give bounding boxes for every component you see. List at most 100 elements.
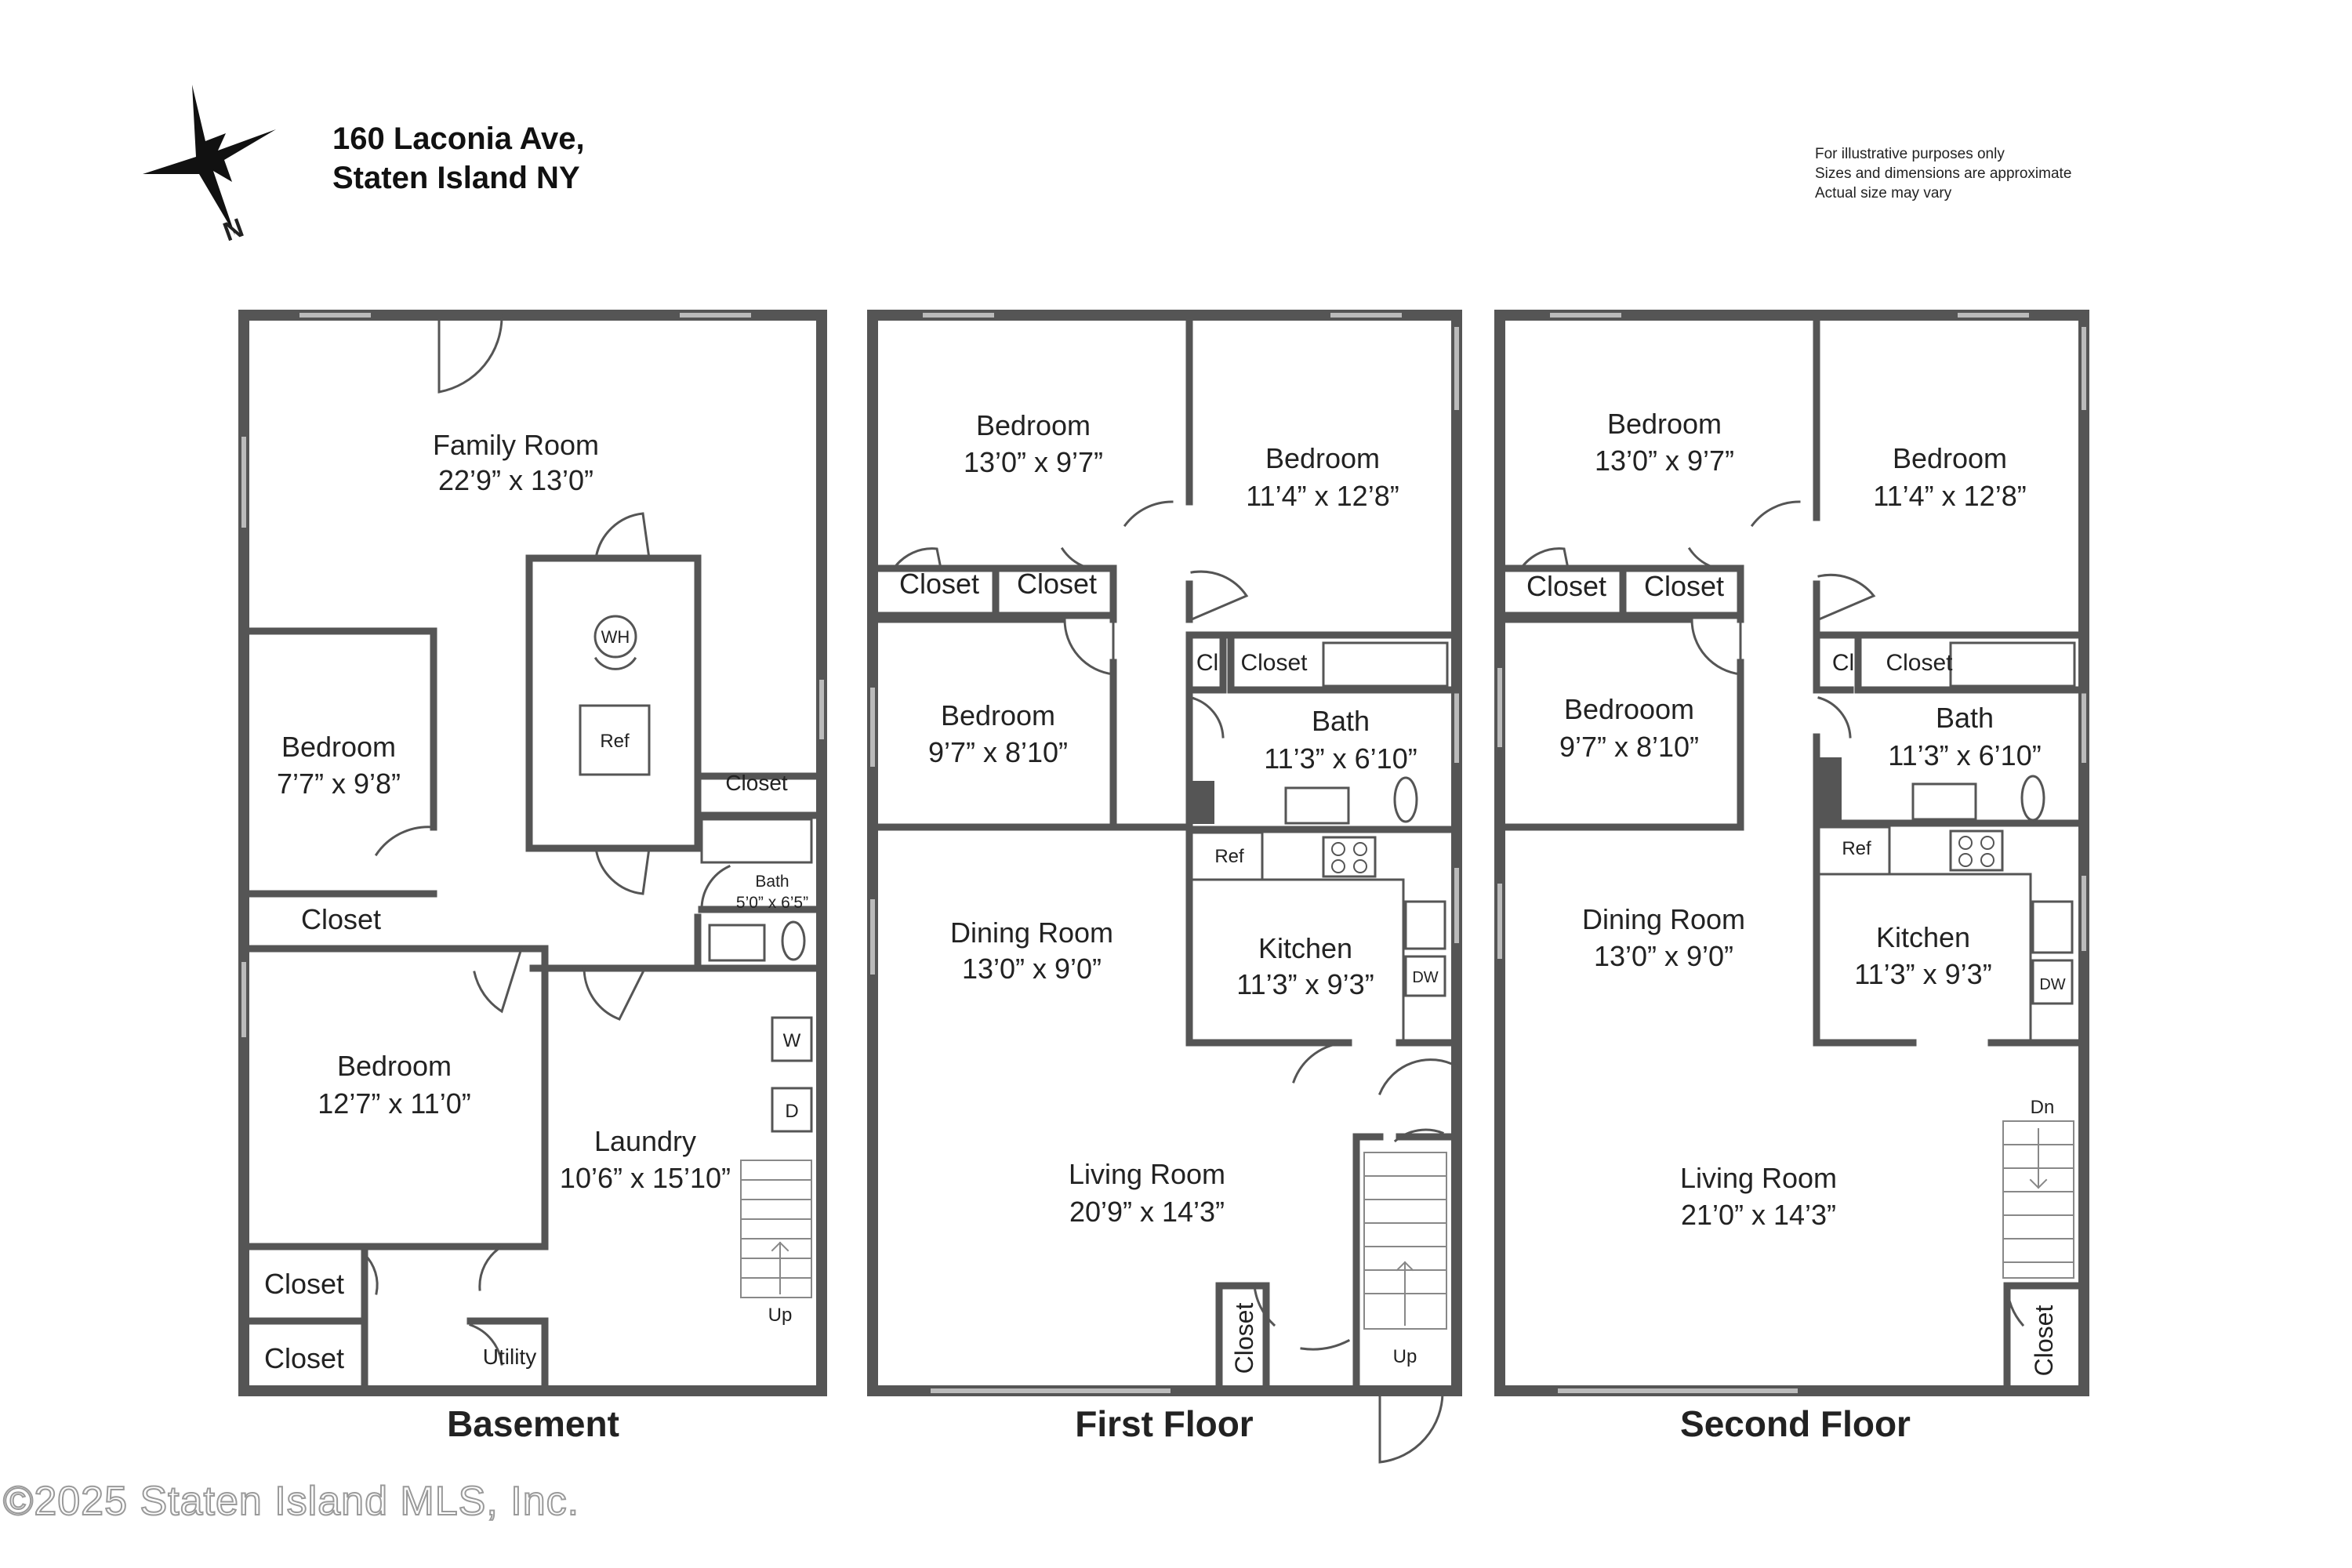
dishwasher-label: DW — [2039, 976, 2065, 993]
toilet-icon — [2020, 775, 2045, 822]
kitchen-size: 11’3” x 9’3” — [1854, 958, 1991, 990]
dryer-icon — [771, 1087, 813, 1133]
stairs-label: Up — [1393, 1346, 1417, 1367]
living-room-size: 21’0” x 14’3” — [1681, 1199, 1836, 1231]
bedroom-name: Bedrooom — [1564, 693, 1694, 725]
floor-title: Basement — [447, 1403, 619, 1444]
stairs-icon — [740, 1160, 812, 1298]
closet-label: Closet — [1886, 650, 1953, 676]
stairs-label: Up — [768, 1305, 793, 1326]
bathtub-icon — [1322, 641, 1449, 688]
closet-label: Closet — [1017, 568, 1097, 600]
closet-label: Closet — [1240, 650, 1308, 676]
bedroom-name: Bedroom — [1265, 442, 1380, 474]
sink-icon — [2031, 900, 2074, 954]
sink-icon — [1911, 782, 1977, 821]
window — [870, 313, 1459, 1393]
compass-label: N — [220, 212, 248, 247]
bedroom-size: 7’7” x 9’8” — [277, 768, 401, 800]
sink-icon — [1284, 786, 1350, 825]
address-line-2: Staten Island NY — [332, 161, 580, 195]
address-line-1: 160 Laconia Ave, — [332, 122, 585, 156]
bath-name: Bath — [1312, 705, 1370, 737]
disclaimer-line-2: Sizes and dimensions are approximate — [1815, 165, 2072, 182]
bedroom-name: Bedroom — [281, 731, 396, 763]
closet-label: Closet — [301, 903, 381, 935]
living-room-name: Living Room — [1069, 1158, 1225, 1190]
dishwasher-icon — [1404, 955, 1446, 997]
kitchen-size: 11’3” x 9’3” — [1236, 968, 1374, 1000]
second-floor-plan — [1494, 310, 2089, 1396]
utility-label: Utility — [483, 1345, 536, 1369]
kitchen-name: Kitchen — [1876, 921, 1970, 953]
bedroom-size: 9’7” x 8’10” — [1559, 731, 1699, 763]
bedroom-size: 13’0” x 9’7” — [1595, 445, 1734, 477]
bedroom-size: 11’4” x 12’8” — [1246, 480, 1399, 512]
dishwasher-icon — [2031, 959, 2074, 1005]
family-room-size: 22’9” x 13’0” — [438, 464, 593, 496]
bath-size: 11’3” x 6’10” — [1264, 742, 1417, 775]
ref-label: Ref — [1214, 846, 1244, 867]
closet-short-label: Cl — [1832, 650, 1854, 676]
stairs-icon — [1363, 1152, 1447, 1330]
copyright-watermark: ©2025 Staten Island MLS, Inc. — [2, 1478, 580, 1525]
bath-name: Bath — [1936, 702, 1994, 734]
bedroom-size: 9’7” x 8’10” — [928, 736, 1068, 768]
refrigerator-icon — [579, 704, 651, 776]
closet-label: Closet — [2030, 1305, 2058, 1377]
stairs-icon — [2002, 1120, 2074, 1279]
dining-room-name: Dining Room — [1582, 903, 1745, 935]
closet-label: Closet — [899, 568, 979, 600]
family-room-name: Family Room — [433, 429, 599, 461]
closet-label: Closet — [1644, 570, 1724, 602]
first-floor-plan — [867, 310, 1462, 1464]
stove-icon — [1322, 836, 1377, 878]
closet-label: Closet — [725, 771, 788, 795]
ref-label: Ref — [600, 731, 630, 752]
toilet-icon — [781, 920, 806, 961]
bedroom-size: 13’0” x 9’7” — [964, 446, 1103, 478]
kitchen-name: Kitchen — [1258, 932, 1352, 964]
bedroom-name: Bedroom — [1893, 442, 2007, 474]
bathtub-icon — [700, 818, 813, 864]
closet-label: Closet — [1230, 1303, 1258, 1374]
bathtub-icon — [1949, 641, 2076, 688]
stove-icon — [1949, 829, 2004, 872]
compass-icon: N — [143, 85, 276, 248]
bedroom-size: 12’7” x 11’0” — [318, 1087, 470, 1120]
closet-label: Closet — [1526, 570, 1606, 602]
ref-label: Ref — [1842, 838, 1871, 859]
closet-label: Closet — [264, 1268, 344, 1300]
sink-icon — [708, 924, 766, 962]
bedroom-name: Bedroom — [976, 409, 1091, 441]
dining-room-size: 13’0” x 9’0” — [962, 953, 1102, 985]
dining-room-size: 13’0” x 9’0” — [1594, 940, 1733, 972]
stairs-label: Dn — [2031, 1097, 2055, 1118]
bath-size: 5’0” x 6’5” — [736, 894, 808, 912]
dryer-label: D — [785, 1101, 798, 1122]
water-heater-label: WH — [601, 627, 630, 647]
disclaimer-line-1: For illustrative purposes only — [1815, 146, 2005, 162]
laundry-size: 10’6” x 15’10” — [560, 1162, 731, 1194]
living-room-size: 20’9” x 14’3” — [1069, 1196, 1225, 1228]
window — [241, 313, 824, 1037]
dishwasher-label: DW — [1412, 969, 1438, 986]
dining-room-name: Dining Room — [950, 916, 1113, 949]
closet-short-label: Cl — [1196, 650, 1218, 676]
floor-title: Second Floor — [1680, 1403, 1911, 1444]
toilet-icon — [1393, 776, 1418, 823]
floor-title: First Floor — [1075, 1403, 1254, 1444]
disclaimer-line-3: Actual size may vary — [1815, 185, 1952, 201]
bedroom-name: Bedroom — [337, 1050, 452, 1082]
bedroom-name: Bedroom — [941, 699, 1055, 731]
closet-label: Closet — [264, 1342, 344, 1374]
basement-plan — [238, 310, 827, 1396]
bedroom-name: Bedroom — [1607, 408, 1722, 440]
washer-icon — [771, 1016, 813, 1062]
bath-size: 11’3” x 6’10” — [1888, 739, 2041, 771]
window — [1497, 313, 2086, 1393]
bedroom-size: 11’4” x 12’8” — [1873, 480, 2026, 512]
washer-label: W — [783, 1030, 801, 1051]
